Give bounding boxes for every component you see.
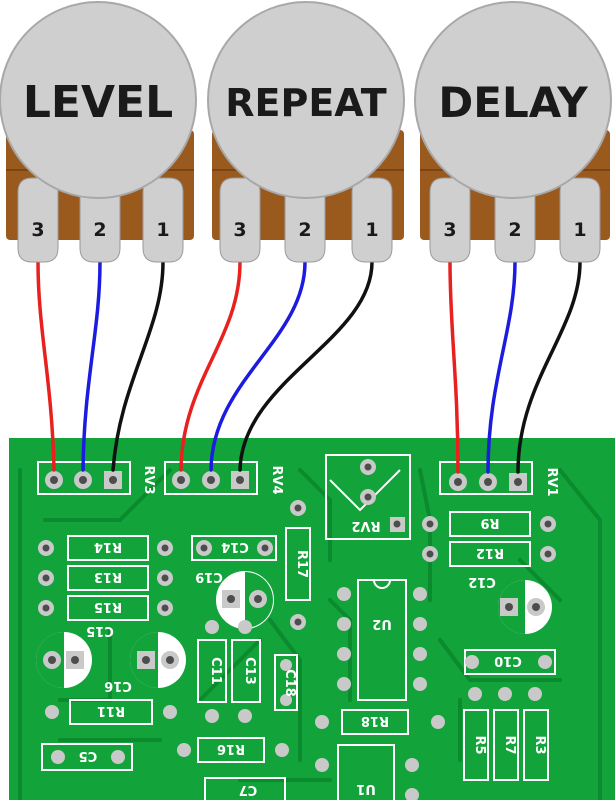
pot-delay-pin3: 3 [443, 219, 456, 241]
cap-c14: C14 [191, 535, 277, 561]
header-rv1: RV1 [439, 461, 559, 497]
wire-delay-pin3 [448, 260, 460, 474]
pcb-traces [18, 468, 602, 800]
resistors-r9-r12: R9 R12 [422, 511, 556, 567]
ref-r9: R9 [480, 515, 499, 530]
wire-repeat-pin2 [209, 260, 307, 472]
pot-level-pin1: 1 [156, 219, 169, 241]
header-rv3: RV3 [37, 461, 156, 495]
pot-delay-pin1: 1 [573, 219, 586, 241]
ref-r16: R16 [217, 741, 245, 756]
label-delay: DELAY [438, 78, 588, 127]
pot-level-pin2: 2 [93, 219, 106, 241]
knob-repeat [207, 1, 405, 199]
ref-r15: R15 [94, 599, 122, 614]
resistor-r18: R18 [315, 709, 445, 735]
resistor-r17: R17 [285, 500, 311, 630]
ref-rv1: RV1 [544, 467, 559, 496]
pot-level-pin3: 3 [31, 219, 44, 241]
resistors-r5-r7-r3: R5 R7 R3 [463, 687, 549, 781]
resistor-r16: R16 [177, 737, 289, 763]
ref-c10: C10 [494, 653, 522, 668]
pot-repeat: 3 2 1 REPEAT [207, 1, 405, 263]
pot-delay-pin2: 2 [508, 219, 521, 241]
ref-rv4: RV4 [269, 465, 284, 494]
pot-level-lugs [17, 177, 184, 263]
ref-r14: R14 [94, 539, 122, 554]
resistor-bank-left: R14 R13 R15 [38, 535, 173, 621]
ref-r12: R12 [476, 545, 504, 560]
wire-repeat-pin1 [238, 260, 374, 472]
ref-u2: U2 [372, 616, 392, 631]
pot-repeat-pin3: 3 [233, 219, 246, 241]
cap-c7: C7 [204, 777, 286, 800]
ref-c19: C19 [195, 569, 223, 584]
cap-c19: C19 [195, 569, 274, 629]
wire-delay-pin1 [516, 260, 582, 474]
ref-c18: C18 [282, 669, 297, 697]
ref-c12: C12 [468, 574, 496, 589]
ref-rv2: RV2 [351, 518, 380, 533]
pot-delay: 3 2 1 DELAY [414, 1, 612, 263]
cap-c10: C10 [464, 649, 556, 675]
ic-u2: U2 [337, 579, 427, 701]
wires [36, 260, 582, 474]
cap-c16: C16 [104, 632, 186, 693]
resistor-r11: R11 [45, 699, 177, 725]
ref-r11: R11 [97, 703, 125, 718]
pot-repeat-lugs [219, 177, 393, 263]
wire-repeat-pin3 [179, 260, 242, 472]
ref-r5: R5 [472, 735, 487, 754]
ref-c16: C16 [104, 678, 132, 693]
ref-r7: R7 [502, 735, 517, 754]
ic-u1: U1 [315, 744, 419, 800]
cap-c15: C15 [36, 623, 114, 688]
label-level: LEVEL [23, 77, 173, 128]
pot-level: 3 2 1 LEVEL [0, 1, 197, 263]
ref-r3: R3 [532, 735, 547, 754]
cap-c18: C18 [274, 654, 298, 711]
ref-c5: C5 [79, 748, 98, 763]
ref-u1: U1 [356, 781, 376, 796]
ref-rv3: RV3 [141, 465, 156, 494]
ref-r17: R17 [294, 550, 309, 578]
ref-c15: C15 [86, 623, 114, 638]
pot-repeat-pin2: 2 [298, 219, 311, 241]
knob-delay [414, 1, 612, 199]
ref-c13: C13 [242, 657, 257, 685]
ref-c7: C7 [239, 782, 258, 797]
cap-c12: C12 [468, 574, 552, 634]
caps-c11-c13: C11 C13 [197, 620, 261, 723]
ref-c11: C11 [208, 657, 223, 685]
ref-r13: R13 [94, 569, 122, 584]
wire-level-pin2 [81, 260, 102, 472]
ref-c14: C14 [221, 539, 249, 554]
wire-level-pin3 [36, 260, 56, 472]
knob-level [0, 1, 197, 199]
wire-level-pin1 [111, 260, 165, 472]
pot-repeat-pin1: 1 [365, 219, 378, 241]
ref-r18: R18 [361, 713, 389, 728]
trimmer-rv2: RV2 [325, 454, 411, 540]
wire-delay-pin2 [486, 260, 517, 474]
cap-c5: C5 [41, 743, 133, 771]
label-repeat: REPEAT [225, 81, 386, 125]
header-rv4: RV4 [164, 461, 284, 495]
